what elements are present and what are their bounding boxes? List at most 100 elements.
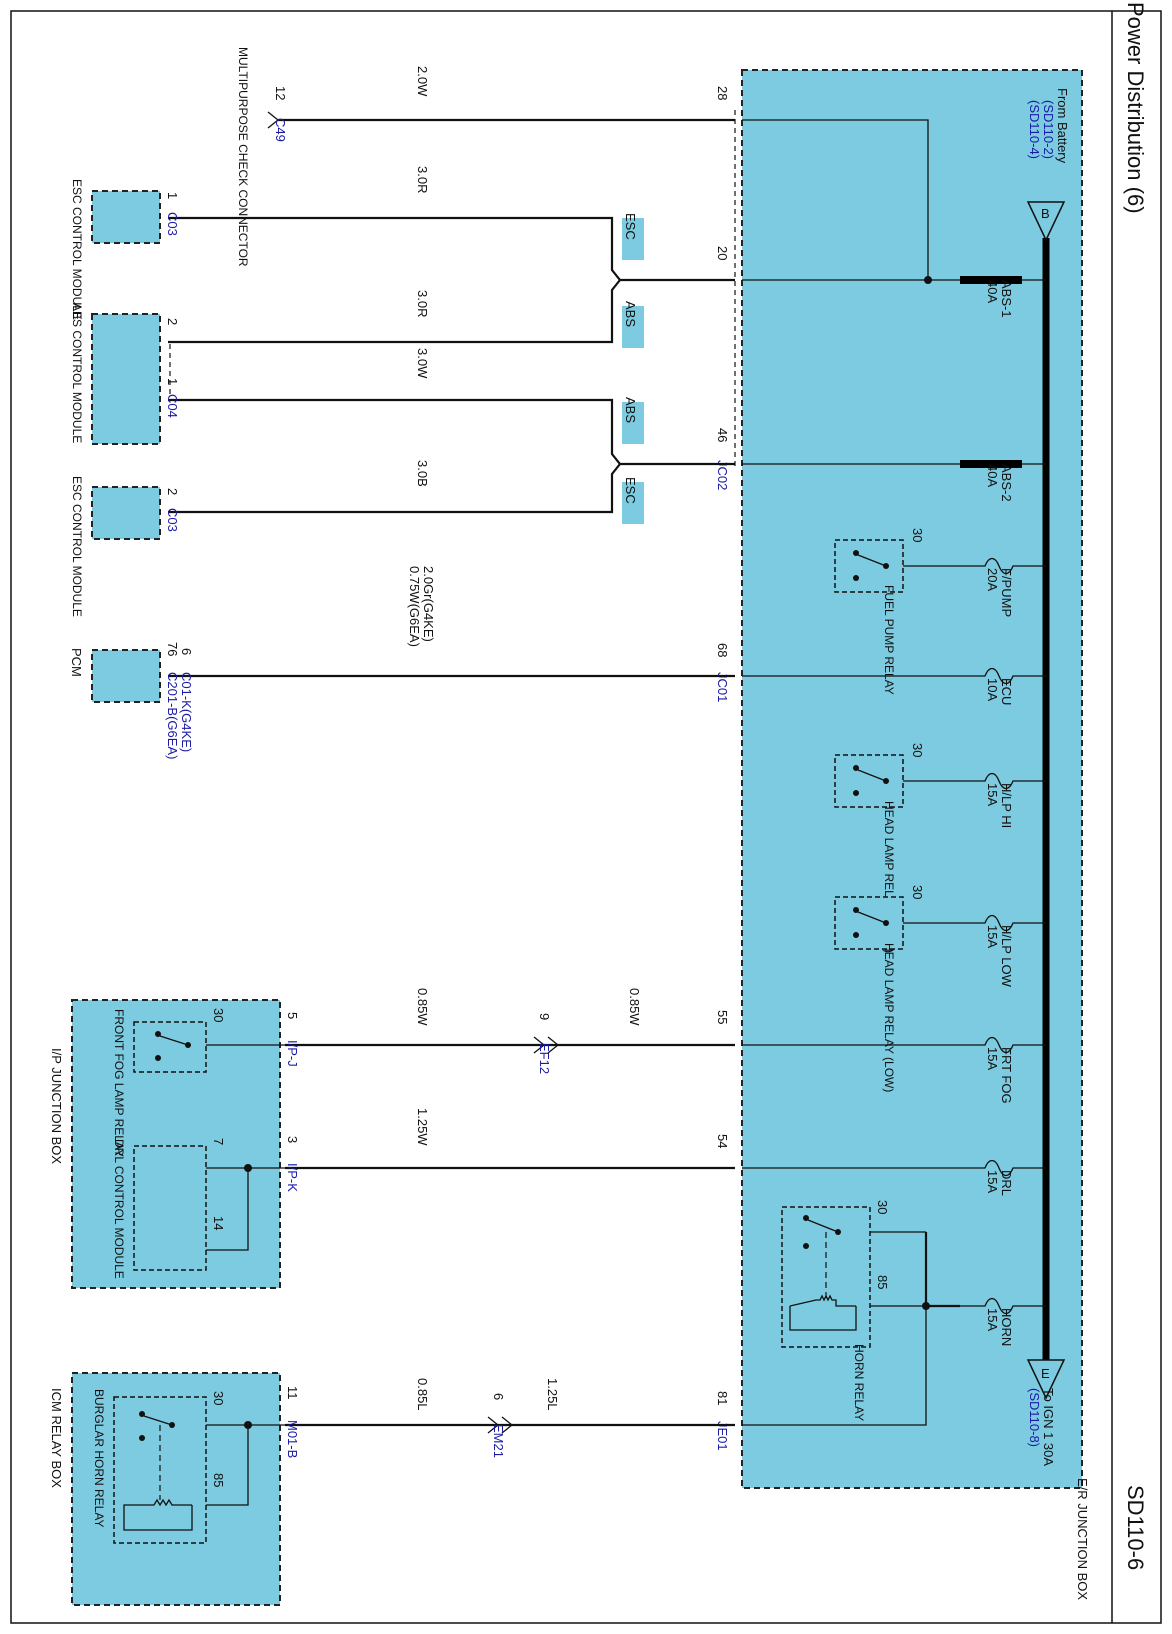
connector-e-label: E <box>1041 1366 1050 1381</box>
pcm-connector-g6ea: C201-B(G6EA) <box>165 672 180 759</box>
connector-e-triangle <box>1026 1359 1066 1400</box>
page-title: Power Distribution (6) <box>1123 2 1148 214</box>
page-border <box>10 10 1162 1624</box>
fuel-pump-relay-name: FUEL PUMP RELAY <box>882 585 896 695</box>
fuse-name: F/PUMP <box>999 568 1014 617</box>
fog-in-pin: 5 <box>285 1012 300 1019</box>
hlp-low-relay-pin: 30 <box>910 885 925 899</box>
inline-em21-pin: 6 <box>491 1393 506 1400</box>
hlp-low-relay-name: HEAD LAMP RELAY (LOW) <box>882 943 896 1092</box>
c49-pin: 12 <box>273 86 288 100</box>
inline-ef12-label: EF12 <box>537 1043 552 1074</box>
abs-pin-1: 1 <box>165 378 180 385</box>
pcm-module <box>91 649 161 703</box>
jb-pin-68: 68 <box>715 643 730 657</box>
fuse-symbol <box>960 1297 1046 1315</box>
splice-esc-1: ESC <box>623 213 638 240</box>
esc-lower-pin: 2 <box>165 488 180 495</box>
connector-b-label: B <box>1041 206 1050 221</box>
fuse-name: FRT FOG <box>999 1047 1014 1104</box>
fuse-name: H/LP HI <box>999 783 1014 828</box>
splice-tags: ESC ABS ABS ESC <box>622 213 644 524</box>
jb-pin-46: 46 <box>715 428 730 442</box>
fuse-name: ECU <box>999 678 1014 705</box>
icm-box-name: ICM RELAY BOX <box>49 1388 64 1488</box>
fuel-pump-relay-pin: 30 <box>910 528 925 542</box>
page-code: SD110-6 <box>1123 1485 1148 1570</box>
jb-pin-55: 55 <box>715 1010 730 1024</box>
wire-esc-1 <box>168 216 735 282</box>
wire-esc-2 <box>168 463 621 514</box>
front-fog-relay <box>133 1021 207 1073</box>
fuse-symbol <box>960 772 1046 790</box>
wire-gauge-pcm-g6ea: 0.75W(G6EA) <box>407 566 422 647</box>
fuse-rating: 15A <box>985 1047 1000 1070</box>
horn-relay-pin-30: 30 <box>875 1200 890 1214</box>
wire-gauge-3-0b: 3.0B <box>415 460 430 487</box>
wire-gauge-pcm-g4ke: 2.0Gr(G4KE) <box>421 566 436 642</box>
fuse-symbol <box>960 1159 1046 1177</box>
fuse-abs2-name: ABS-2 <box>999 464 1014 502</box>
esc-top-name: ESC CONTROL MODULE <box>70 179 84 320</box>
abs-pin-2: 2 <box>165 318 180 325</box>
fuse-name: H/LP LOW <box>999 925 1014 988</box>
jb-connector-je01: JE01 <box>715 1421 730 1451</box>
jb-connector-jc01: JC01 <box>715 672 730 702</box>
esc-lower-connector: C03 <box>165 508 180 532</box>
pcm-pin-6: 6 <box>179 648 194 655</box>
jb-pin-81: 81 <box>715 1391 730 1405</box>
multipurpose-check-connector-label: MULTIPURPOSE CHECK CONNECTOR <box>236 47 250 267</box>
wire-abs-2 <box>168 279 621 344</box>
wire-gauge-2-0w: 2.0W <box>415 66 430 97</box>
wire-gauge-3-0w: 3.0W <box>415 348 430 379</box>
jb-pin-54: 54 <box>715 1134 730 1148</box>
icm-in-pin: 11 <box>285 1386 300 1400</box>
abs-module-name: ABS CONTROL MODULE <box>70 303 84 443</box>
abs-connector: C04 <box>165 394 180 418</box>
fuse-abs1-name: ABS-1 <box>999 280 1014 318</box>
fuse-name: HORN <box>999 1308 1014 1346</box>
horn-relay-pin-85: 85 <box>875 1275 890 1289</box>
jb-pin-20: 20 <box>715 246 730 260</box>
wire-gauge-fog-b: 0.85W <box>627 988 642 1026</box>
pcm-pin-76: 76 <box>165 642 180 656</box>
pcm-name: PCM <box>69 648 84 677</box>
esc-top-pin: 1 <box>165 192 180 199</box>
wire-gauge-fog-a: 0.85W <box>415 988 430 1026</box>
jb-connector-jc02: JC02 <box>715 460 730 490</box>
from-ref-2: (SD110-4) <box>1027 100 1042 159</box>
head-lamp-relay-low: 30 HEAD LAMP RELAY (LOW) <box>834 885 960 1092</box>
inline-connector-ef12 <box>533 1036 560 1054</box>
splice-abs-1: ABS <box>623 301 638 327</box>
jb-pin-28: 28 <box>715 86 730 100</box>
from-ref-1: (SD110-2) <box>1041 100 1056 159</box>
drl-pin-14: 14 <box>211 1216 226 1230</box>
junction-box-label: E/R JUNCTION BOX <box>1075 1478 1090 1600</box>
ip-box-name: I/P JUNCTION BOX <box>49 1048 64 1164</box>
fuse-rating: 10A <box>985 678 1000 701</box>
fuse-rating: 15A <box>985 1170 1000 1193</box>
abs-module <box>91 313 161 445</box>
wire-gauge-0-85l: 0.85L <box>415 1378 430 1411</box>
icm-relay-pin-85: 85 <box>211 1473 226 1487</box>
fuse-rating: 20A <box>985 568 1000 591</box>
fuse-rating: 15A <box>985 925 1000 948</box>
splice-abs-2: ABS <box>623 397 638 423</box>
drl-control-module <box>133 1145 207 1271</box>
esc-top-connector: C03 <box>165 212 180 236</box>
splice-esc-2: ESC <box>623 477 638 504</box>
esc-module-top <box>91 190 161 244</box>
inline-connector-em21 <box>487 1416 514 1434</box>
fuse-rating: 15A <box>985 783 1000 806</box>
wire-gauge-3-0r-b: 3.0R <box>415 290 430 317</box>
wire-gauge-1-25w: 1.25W <box>415 1108 430 1146</box>
fuse-symbol <box>960 667 1046 685</box>
fuse-symbol <box>960 557 1046 575</box>
fog-relay-pin: 30 <box>211 1008 226 1022</box>
drl-in-pin: 3 <box>285 1136 300 1143</box>
wire-gauge-3-0r-a: 3.0R <box>415 166 430 193</box>
c49-pin-terminal <box>267 111 280 129</box>
pcm-connector-g4ke: C01-K(G4KE) <box>179 672 194 752</box>
